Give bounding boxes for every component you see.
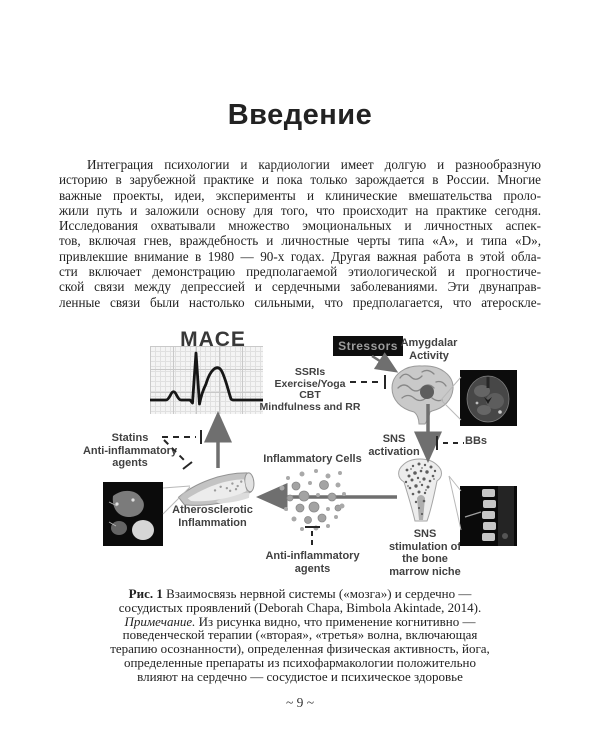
- sns-activation-label: SNS activation: [368, 433, 420, 458]
- therapies-label: SSRIs Exercise/Yoga CBT Mindfulness and …: [259, 366, 361, 413]
- atherosclerotic-inflammation-label: Atherosclerotic Inflammation: [172, 504, 253, 529]
- inflammatory-cells-label: Inflammatory Cells: [263, 453, 362, 465]
- paragraph-line: ской связи между депрессией и сердечными…: [59, 279, 541, 295]
- vessel-illustration: [177, 472, 255, 506]
- figure-1-diagram: MACE Stressors Amygdalar Activity SSRIs …: [50, 328, 560, 586]
- inhibitor-lines: [162, 375, 464, 549]
- paragraph-line: жили путь и заложили основу для того, чт…: [59, 202, 541, 218]
- anti-inflammatory-agents-label: Anti-inflammatory agents: [265, 550, 360, 575]
- caption-line: Примечание. Из рисунка видно, что примен…: [124, 613, 476, 629]
- inflammatory-cells: [279, 469, 346, 531]
- arrows-overlay: [162, 352, 464, 549]
- caption-line: поведенческой терапии («вторая», «третья…: [122, 627, 478, 643]
- paragraph-line: ленные связи были настолько сильными, чт…: [59, 294, 541, 310]
- caption-line: определенные препараты из психофармаколо…: [123, 654, 477, 670]
- callout-lines: [162, 376, 462, 531]
- brain-mri-image: [460, 370, 517, 426]
- paragraph-line: Интеграция психологии и кардиологии имее…: [87, 157, 541, 172]
- paragraph-line: сти включает демонстрацию предполагаемой…: [59, 264, 541, 280]
- flow-arrows: [204, 352, 442, 511]
- sns-stimulation-label: SNS stimulation of the bone marrow niche: [388, 528, 462, 578]
- caption-line: Рис. 1 Взаимосвязь нервной системы («моз…: [128, 586, 472, 601]
- page-title: Введение: [227, 99, 373, 131]
- ecg-trace: [150, 351, 263, 406]
- amygdalar-activity-label: Amygdalar Activity: [400, 337, 458, 362]
- bbs-label: BBs: [465, 435, 488, 447]
- intro-paragraph: Интеграция психологии и кардиологии имее…: [59, 157, 541, 310]
- paragraph-line: тов, включая гнев, враждебность и личнос…: [59, 233, 541, 249]
- brain-illustration: [391, 365, 454, 425]
- page-number: ~ 9 ~: [285, 695, 315, 710]
- mace-label: MACE: [180, 328, 246, 351]
- note-label: Примечание.: [124, 613, 196, 629]
- bone-illustration: [398, 458, 442, 522]
- figure-caption: Рис. 1 Взаимосвязь нервной системы («моз…: [60, 587, 540, 684]
- caption-line: сосудистых проявлений (Deborah Chapa, Bi…: [118, 599, 482, 615]
- paragraph-line: привлекшие внимание в 1980 — 90-х годах.…: [59, 248, 541, 264]
- amygdala-circle: [420, 385, 434, 399]
- caption-line: влияют на сердечно — сосудистое и психич…: [137, 668, 463, 684]
- stressors-box: Stressors: [333, 336, 403, 356]
- caption-line: терапию осознанности), определенная физи…: [110, 641, 490, 657]
- paragraph-line: важные проекты, идеи, эксперименты и кли…: [59, 187, 541, 203]
- spine-mri-image: [460, 486, 517, 546]
- ecg-panel: [150, 346, 263, 414]
- statins-label: Statins Anti-inflammatory agents: [82, 432, 178, 469]
- heart-ct-image: [103, 482, 163, 546]
- paragraph-line: Исследования охватывали множество эмоцио…: [59, 218, 541, 234]
- paragraph-line: историю в зарубежной практике и пока тол…: [59, 172, 541, 188]
- figure-number: Рис. 1: [128, 586, 163, 601]
